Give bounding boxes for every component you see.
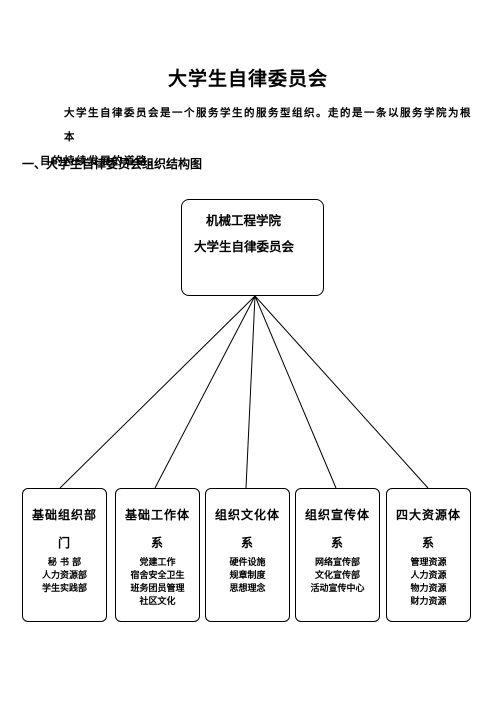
connector-line-5 — [254, 295, 429, 489]
dept-name: 基础工作体 系 — [124, 508, 190, 550]
document-title: 大学生自律委员会 — [167, 68, 328, 90]
dept-name: 组织文化体 系 — [214, 508, 280, 550]
dept-name: 基础组织部 门 — [31, 508, 97, 550]
dept-subunits: 管理资源 人力资源 物力资源 财力资源 — [410, 558, 447, 607]
intro-line-1: 大学生自律委员会是一个服务学生的服务型组织。走的是一条以服务学院为根本 — [64, 107, 472, 143]
intro-line-2: 目的持续发展的道路。 — [40, 155, 160, 167]
org-root-node: 机械工程学院 大学生自律委员会 — [181, 199, 324, 296]
dept-name: 四大资源体 系 — [395, 508, 461, 550]
dept-node-5: 四大资源体 系 管理资源 人力资源 物力资源 财力资源 — [386, 488, 471, 622]
connector-line-1 — [59, 295, 256, 489]
dept-subunits: 党建工作 宿舍安全卫生 班务团员管理 社区文化 — [130, 558, 185, 607]
intro-paragraph: 大学生自律委员会是一个服务学生的服务型组织。走的是一条以服务学院为根本 目的持续… — [40, 101, 480, 173]
dept-node-3: 组织文化体 系 硬件设施 规章制度 思想理念 — [205, 488, 290, 622]
org-root-line1: 机械工程学院 — [206, 213, 282, 228]
connector-line-4 — [254, 295, 337, 489]
dept-name: 组织宣传体 系 — [304, 508, 370, 550]
connector-line-3 — [245, 295, 256, 489]
org-root-line2: 大学生自律委员会 — [194, 239, 295, 254]
dept-subunits: 秘 书 部 人力资源部 学生实践部 — [41, 558, 87, 594]
dept-node-4: 组织宣传体 系 网络宣传部 文化宣传部 活动宣传中心 — [295, 488, 380, 622]
section-heading: 一、大学生自律委员会组织结构图 — [22, 157, 203, 171]
dept-subunits: 网络宣传部 文化宣传部 活动宣传中心 — [310, 558, 365, 594]
dept-subunits: 硬件设施 规章制度 思想理念 — [229, 558, 266, 594]
dept-node-1: 基础组织部 门 秘 书 部 人力资源部 学生实践部 — [22, 488, 107, 622]
dept-node-2: 基础工作体 系 党建工作 宿舍安全卫生 班务团员管理 社区文化 — [115, 488, 200, 622]
connector-line-2 — [154, 295, 256, 489]
